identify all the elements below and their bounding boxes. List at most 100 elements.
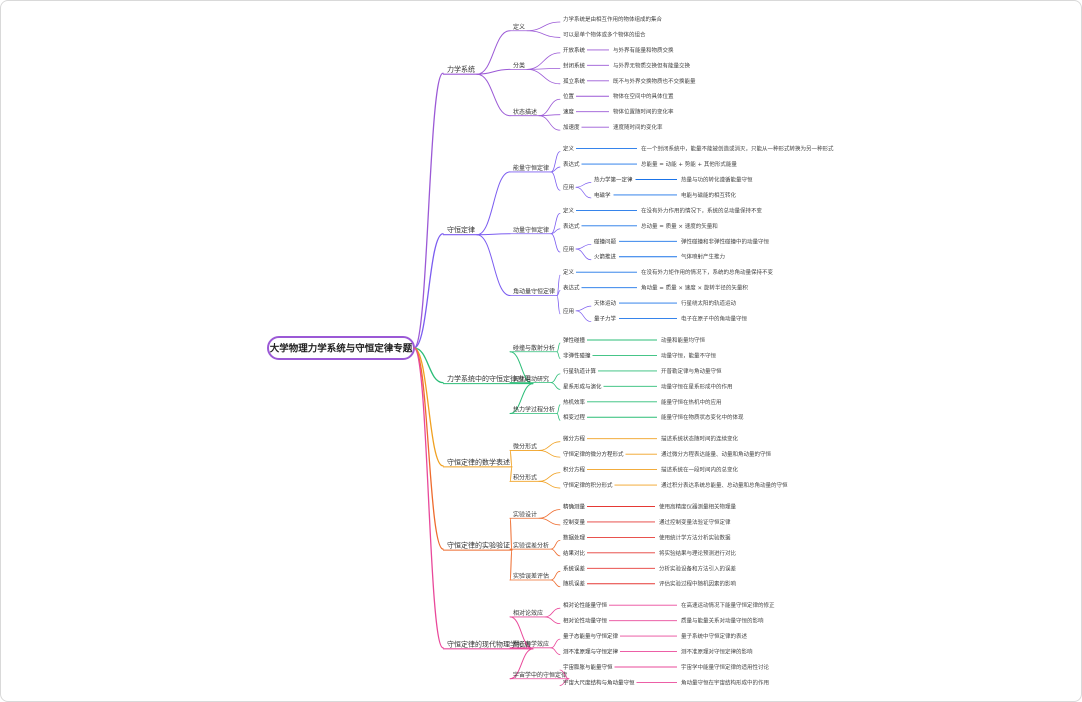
root-node[interactable]: 大学物理力学系统与守恒定律专题 <box>267 336 415 360</box>
subtopic-label[interactable]: 积分方程 <box>563 466 586 474</box>
leaf-label[interactable]: 动量守恒，能量不守恒 <box>661 351 717 359</box>
topic-label[interactable]: 分类 <box>513 62 525 70</box>
topic-label[interactable]: 天体运动研究 <box>513 375 549 383</box>
subtopic-label[interactable]: 孤立系统 <box>563 77 586 85</box>
leaf-label[interactable]: 电能与磁能的相互转化 <box>681 191 737 199</box>
subtopic-label[interactable]: 微分方程 <box>563 435 586 443</box>
leaf-label[interactable]: 评估实验过程中随机因素的影响 <box>659 580 737 588</box>
leaf-label[interactable]: 电子在原子中的角动量守恒 <box>681 315 748 323</box>
subtopic-label[interactable]: 控制变量 <box>563 518 586 526</box>
subtopic-label[interactable]: 结果对比 <box>563 549 586 557</box>
leaf-label[interactable]: 将实验结果与理论预测进行对比 <box>659 549 737 557</box>
leaf-label[interactable]: 热量与功的转化遵循能量守恒 <box>681 175 753 183</box>
topic-label[interactable]: 定义 <box>513 23 525 31</box>
branch-title[interactable]: 守恒定律 <box>447 225 475 234</box>
leaf-label[interactable]: 角动量 = 质量 × 速度 × 旋转半径的矢量积 <box>641 284 748 292</box>
leaf-label[interactable]: 宇宙学中能量守恒定律的适用性讨论 <box>681 663 770 671</box>
branch-title[interactable]: 力学系统 <box>447 65 475 74</box>
leaf-label[interactable]: 既不与外界交换物质也不交换能量 <box>613 77 696 85</box>
subtopic-label[interactable]: 随机误差 <box>563 580 586 588</box>
leaf-label[interactable]: 气体喷射产生推力 <box>681 253 725 261</box>
leaf-label[interactable]: 分析实验设备和方法引入的误差 <box>659 564 737 572</box>
topic-label[interactable]: 积分形式 <box>513 473 537 481</box>
detail-label[interactable]: 电磁学 <box>594 191 611 199</box>
subtopic-label[interactable]: 测不准原理与守恒定律 <box>563 648 619 656</box>
leaf-label[interactable]: 总动量 = 质量 × 速度的矢量和 <box>641 222 718 230</box>
leaf-label[interactable]: 能量守恒在物质状态变化中的体现 <box>661 413 744 421</box>
subtopic-label[interactable]: 宇宙大尺度结构与角动量守恒 <box>563 678 635 686</box>
subtopic-label[interactable]: 定义 <box>563 206 575 214</box>
topic-label[interactable]: 热力学过程分析 <box>513 406 555 414</box>
leaf-label[interactable]: 使用高精度仪器测量相关物理量 <box>659 502 737 510</box>
leaf-label[interactable]: 行星绕太阳的轨道运动 <box>681 299 737 307</box>
leaf-label[interactable]: 在高速运动情况下能量守恒定律的修正 <box>681 601 775 609</box>
leaf-label[interactable]: 通过积分表达系统总能量、总动量和总角动量的守恒 <box>661 481 788 489</box>
subtopic-label[interactable]: 封闭系统 <box>563 61 586 69</box>
topic-label[interactable]: 实验误差分析 <box>513 541 549 549</box>
leaf-label[interactable]: 与外界无物质交换但有能量交换 <box>613 61 691 69</box>
subtopic-label[interactable]: 表达式 <box>563 160 580 168</box>
leaf-label[interactable]: 在没有外力矩作用的情况下，系统的总角动量保持不变 <box>641 268 774 276</box>
subtopic-label[interactable]: 相对论性能量守恒 <box>563 601 608 609</box>
leaf-label[interactable]: 质量与能量关系对动量守恒的影响 <box>681 617 764 625</box>
subtopic-label[interactable]: 相变过程 <box>563 413 586 421</box>
subtopic-label[interactable]: 弹性碰撞 <box>563 336 586 344</box>
leaf-label[interactable]: 描述系统在一段时间内的总变化 <box>661 466 739 474</box>
leaf-label[interactable]: 力学系统是由相互作用的物体组成的集合 <box>563 15 663 23</box>
leaf-label[interactable]: 物体位置随时间的变化率 <box>613 108 674 116</box>
topic-label[interactable]: 角动量守恒定律 <box>513 288 555 296</box>
detail-label[interactable]: 火箭推进 <box>594 253 617 261</box>
subtopic-label[interactable]: 开放系统 <box>563 46 586 54</box>
subtopic-label[interactable]: 加速度 <box>563 123 580 131</box>
subtopic-label[interactable]: 表达式 <box>563 284 580 292</box>
branch-title[interactable]: 守恒定律的实验验证 <box>447 541 510 550</box>
subtopic-label[interactable]: 守恒定律的微分方程形式 <box>563 450 624 458</box>
leaf-label[interactable]: 通过控制变量法验证守恒定律 <box>659 518 731 526</box>
topic-label[interactable]: 实验误差评估 <box>513 572 549 580</box>
topic-label[interactable]: 碰撞与散射分析 <box>513 344 555 352</box>
subtopic-label[interactable]: 守恒定律的积分形式 <box>563 481 613 489</box>
subtopic-label[interactable]: 星系形成与演化 <box>563 382 602 390</box>
subtopic-label[interactable]: 非弹性碰撞 <box>563 351 591 359</box>
subtopic-label[interactable]: 精确测量 <box>563 502 586 510</box>
subtopic-label[interactable]: 数据处理 <box>563 533 586 541</box>
subtopic-label[interactable]: 位置 <box>563 92 575 100</box>
subtopic-label[interactable]: 定义 <box>563 268 575 276</box>
branch-title[interactable]: 守恒定律的数学表述 <box>447 457 510 466</box>
leaf-label[interactable]: 测不准原理对守恒定律的影响 <box>681 648 753 656</box>
subtopic-label[interactable]: 宇宙膨胀与能量守恒 <box>563 663 613 671</box>
branch-title[interactable]: 力学系统中的守恒定律应用 <box>447 374 531 383</box>
topic-label[interactable]: 动量守恒定律 <box>513 226 549 234</box>
detail-label[interactable]: 天体运动 <box>594 299 617 307</box>
leaf-label[interactable]: 总能量 = 动能 + 势能 + 其他形式能量 <box>641 160 737 168</box>
leaf-label[interactable]: 与外界有能量和物质交换 <box>613 46 674 54</box>
leaf-label[interactable]: 量子系统中守恒定律的表述 <box>681 632 748 640</box>
subtopic-label[interactable]: 表达式 <box>563 222 580 230</box>
detail-label[interactable]: 量子力学 <box>594 315 617 323</box>
subtopic-label[interactable]: 应用 <box>563 307 574 315</box>
subtopic-label[interactable]: 速度 <box>563 108 575 116</box>
leaf-label[interactable]: 开普勒定律与角动量守恒 <box>661 367 722 375</box>
leaf-label[interactable]: 描述系统状态随时间的连续变化 <box>661 435 739 443</box>
leaf-label[interactable]: 可以是单个物体或多个物体的组合 <box>563 30 646 38</box>
topic-label[interactable]: 相对论效应 <box>513 609 543 617</box>
leaf-label[interactable]: 动量和能量均守恒 <box>661 336 706 344</box>
leaf-label[interactable]: 在一个封闭系统中，能量不能被创造或消灭，只能从一种形式转换为另一种形式 <box>641 145 834 153</box>
topic-label[interactable]: 量子力学效应 <box>513 640 549 648</box>
subtopic-label[interactable]: 应用 <box>563 183 574 191</box>
subtopic-label[interactable]: 热机效率 <box>563 398 586 406</box>
branch-title[interactable]: 守恒定律的现代物理学拓展 <box>447 639 531 648</box>
detail-label[interactable]: 碰撞问题 <box>594 237 617 245</box>
topic-label[interactable]: 宇宙学中的守恒定律 <box>513 671 567 679</box>
subtopic-label[interactable]: 应用 <box>563 245 574 253</box>
topic-label[interactable]: 微分形式 <box>513 443 537 451</box>
leaf-label[interactable]: 能量守恒在热机中的应用 <box>661 398 722 406</box>
leaf-label[interactable]: 角动量守恒在宇宙结构形成中的作用 <box>681 678 769 686</box>
subtopic-label[interactable]: 系统误差 <box>563 564 586 572</box>
topic-label[interactable]: 能量守恒定律 <box>513 164 549 172</box>
subtopic-label[interactable]: 定义 <box>563 145 575 153</box>
leaf-label[interactable]: 速度随时间的变化率 <box>613 123 663 131</box>
subtopic-label[interactable]: 行星轨道计算 <box>563 367 597 375</box>
topic-label[interactable]: 状态描述 <box>513 108 537 116</box>
subtopic-label[interactable]: 相对论性动量守恒 <box>563 617 608 625</box>
